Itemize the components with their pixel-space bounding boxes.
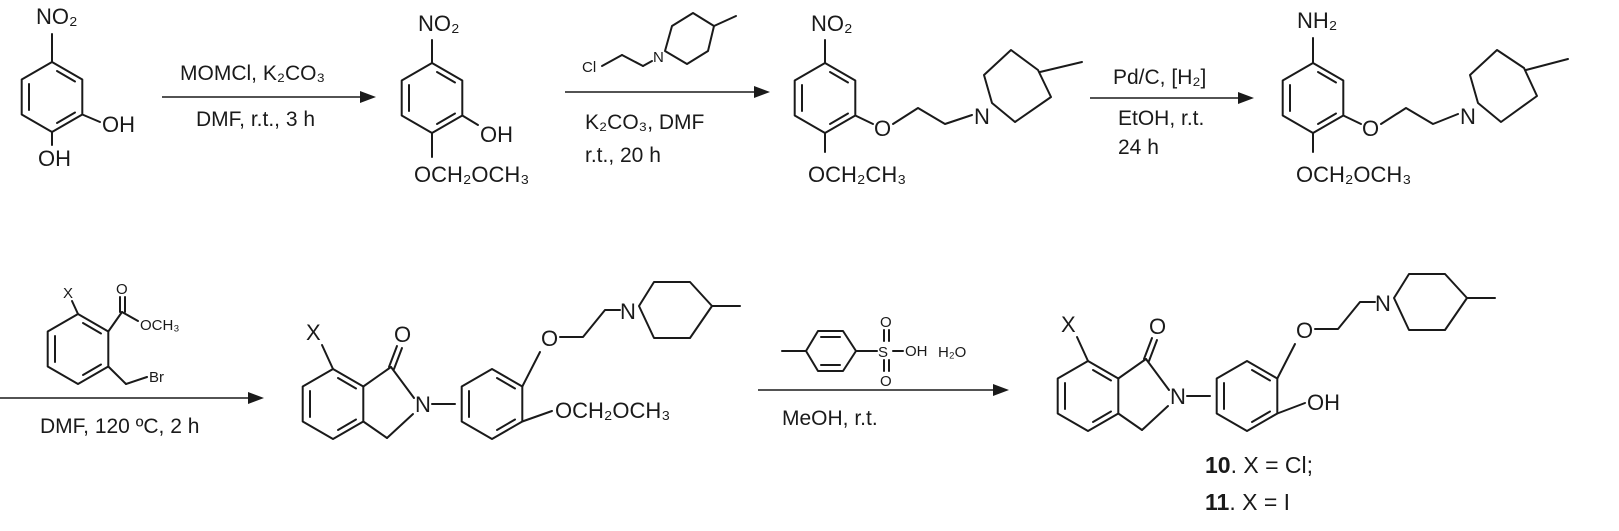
hydroxyl-group: OH — [1307, 390, 1340, 415]
conditions-below: EtOH, r.t. — [1118, 107, 1204, 130]
ether-oxygen: O — [1362, 116, 1379, 141]
product-labels: 10. X = Cl; 11. X = I — [1205, 452, 1313, 515]
amino-group: NH₂ — [1297, 8, 1337, 33]
nitro-group: NO₂ — [811, 11, 853, 36]
methoxymethoxy-group: OCH₂OCH₃ — [414, 162, 529, 187]
reagents-above: Pd/C, [H₂] — [1113, 66, 1206, 89]
conditions-below: r.t., 20 h — [585, 144, 661, 167]
conditions-below: 24 h — [1118, 136, 1159, 159]
compound-1: NO₂ OH OH — [20, 4, 135, 171]
conditions-below: MeOH, r.t. — [782, 407, 878, 430]
piperidine-nitrogen: N — [1460, 104, 1476, 129]
carbonyl-oxygen: O — [116, 281, 128, 298]
compound-6-product: X O N O N OH — [1056, 273, 1496, 432]
chlorine-atom: Cl — [582, 59, 596, 76]
piperidine-nitrogen: N — [1375, 291, 1391, 316]
carbonyl-oxygen: O — [394, 322, 411, 347]
compound-4: NH₂ O N OCH₂OCH₃ — [1281, 8, 1569, 187]
water: H₂O — [938, 344, 966, 361]
compound-5: X O N O N OCH₂OCH₃ — [301, 281, 741, 440]
compound-3: NO₂ O N OCH₂CH₃ — [793, 11, 1083, 187]
sulfonyl-oxygen: O — [880, 373, 892, 390]
chloroethyl-piperidine-reagent: Cl N — [582, 12, 737, 76]
methoxymethoxy-group: OCH₂OCH₃ — [1296, 162, 1411, 187]
nitro-group: NO₂ — [36, 4, 78, 29]
reagents-above: MOMCl, K₂CO₃ — [180, 62, 325, 85]
carbonyl-oxygen: O — [1149, 314, 1166, 339]
ether-oxygen: O — [874, 116, 891, 141]
hydroxyl-group: OH — [38, 146, 71, 171]
reaction-arrow-5: MeOH, r.t. — [758, 384, 1009, 430]
reaction-arrow-1: MOMCl, K₂CO₃ DMF, r.t., 3 h — [162, 62, 376, 131]
sulfur-atom: S — [878, 344, 888, 361]
hydroxyl-group: OH — [480, 122, 513, 147]
product-label-11: 11. X = I — [1205, 489, 1290, 515]
reaction-arrow-3: Pd/C, [H₂] EtOH, r.t. 24 h — [1090, 66, 1254, 159]
x-substituent: X — [63, 285, 73, 302]
nitrogen-atom: N — [653, 49, 664, 66]
hydroxyl-group: OH — [905, 343, 928, 360]
reaction-arrow-4: DMF, 120 ºC, 2 h — [0, 392, 264, 438]
methoxy-group: OCH₃ — [140, 317, 179, 334]
bromomethyl-benzoate-reagent: X O OCH₃ Br — [46, 281, 179, 386]
hydroxyl-group: OH — [102, 112, 135, 137]
x-substituent: X — [306, 320, 321, 345]
sulfonyl-oxygen: O — [880, 314, 892, 331]
ether-oxygen: O — [541, 326, 558, 351]
methoxymethoxy-group: OCH₂OCH₃ — [555, 398, 670, 423]
lactam-nitrogen: N — [1170, 384, 1186, 409]
ether-oxygen: O — [1296, 318, 1313, 343]
conditions-below: K₂CO₃, DMF — [585, 111, 704, 134]
tosic-acid-reagent: S O O OH H₂O — [781, 314, 966, 390]
bromine-atom: Br — [149, 369, 164, 386]
x-substituent: X — [1061, 312, 1076, 337]
product-label-10: 10. X = Cl; — [1205, 452, 1313, 478]
conditions-below: DMF, 120 ºC, 2 h — [40, 415, 199, 438]
ethoxy-group: OCH₂CH₃ — [808, 162, 906, 187]
nitro-group: NO₂ — [418, 11, 460, 36]
lactam-nitrogen: N — [415, 392, 431, 417]
compound-2: NO₂ OH OCH₂OCH₃ — [400, 11, 529, 187]
conditions-below: DMF, r.t., 3 h — [196, 108, 315, 131]
reaction-arrow-2: K₂CO₃, DMF r.t., 20 h — [565, 86, 770, 167]
piperidine-nitrogen: N — [620, 299, 636, 324]
piperidine-nitrogen: N — [974, 104, 990, 129]
